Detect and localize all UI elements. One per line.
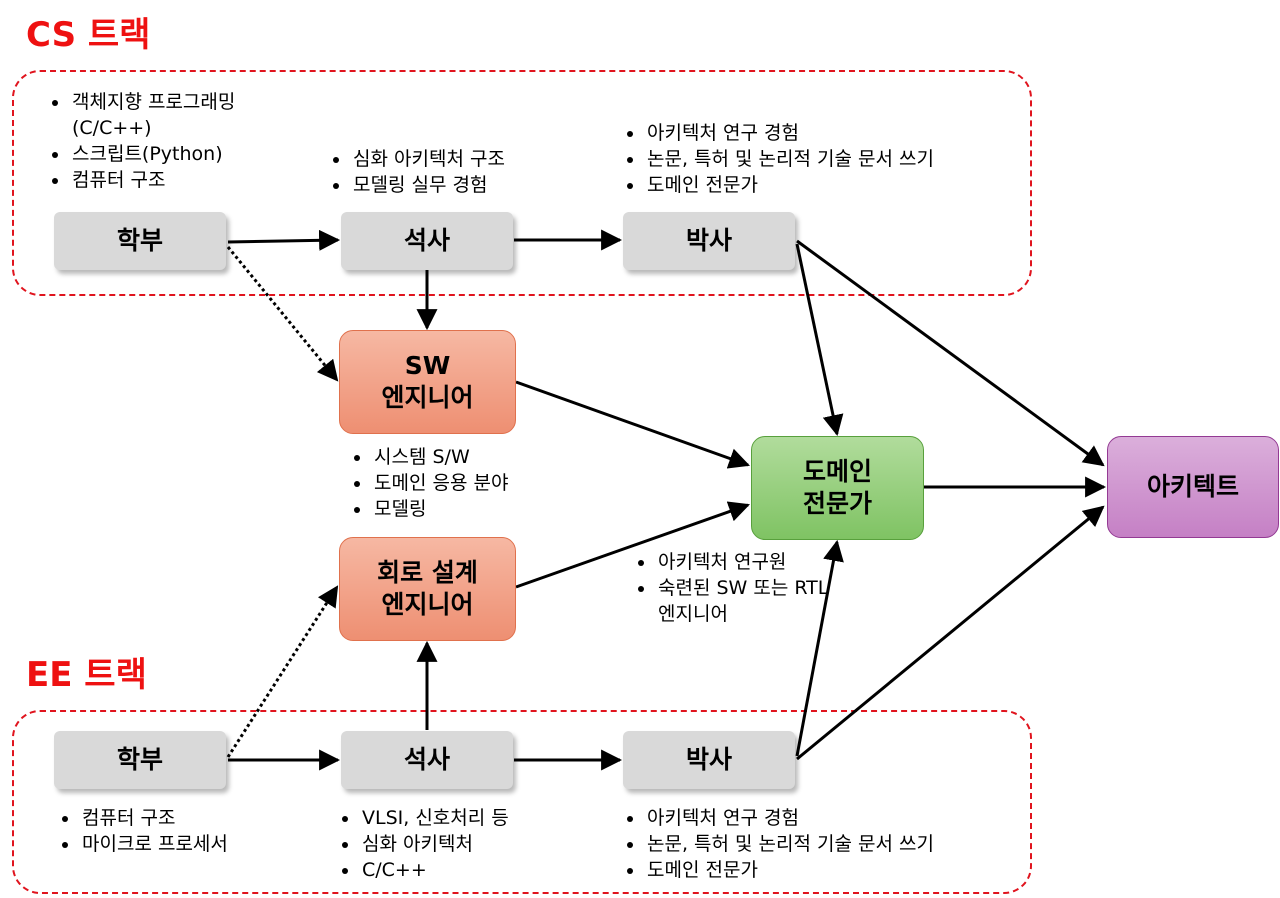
cs-master-node: 석사 [341, 212, 513, 270]
arrow-ee-phd-to-architect [796, 505, 1105, 761]
arrow-circuit-to-domain [515, 501, 750, 589]
list-item: 시스템 S/W [372, 444, 508, 470]
ee-track-region [12, 710, 1032, 894]
list-item: 심화 아키텍처 구조 [351, 146, 505, 172]
cs-track-region [12, 70, 1032, 296]
list-item: 숙련된 SW 또는 RTL 엔지니어 [656, 575, 841, 627]
cs-phd-notes: 아키텍처 연구 경험 논문, 특허 및 논리적 기술 문서 쓰기 도메인 전문가 [625, 120, 934, 198]
list-item: 심화 아키텍처 [360, 831, 509, 857]
ee-master-label: 석사 [403, 744, 450, 774]
list-item: 스크립트(Python) [70, 141, 300, 167]
cs-master-notes: 심화 아키텍처 구조 모델링 실무 경험 [331, 146, 505, 198]
architect-node: 아키텍트 [1107, 436, 1279, 538]
circuit-engineer-label-line2: 엔지니어 [381, 590, 474, 619]
ee-undergrad-node: 학부 [54, 731, 226, 789]
list-item: 도메인 전문가 [645, 172, 934, 198]
ee-master-notes: VLSI, 신호처리 등 심화 아키텍처 C/C++ [340, 805, 509, 883]
list-item: 논문, 특허 및 논리적 기술 문서 쓰기 [645, 831, 934, 857]
list-item: 도메인 응용 분야 [372, 470, 508, 496]
cs-undergrad-label: 학부 [116, 225, 163, 255]
ee-master-node: 석사 [341, 731, 513, 789]
list-item: 모델링 실무 경험 [351, 172, 505, 198]
list-item: C/C++ [360, 857, 509, 883]
arrow-cs-undergrad-to-master [227, 229, 341, 251]
domain-expert-label-line2: 전문가 [802, 489, 872, 518]
arrow-cs-phd-to-architect [796, 239, 1105, 467]
sw-engineer-label-line1: SW [404, 350, 451, 380]
ee-phd-notes: 아키텍처 연구 경험 논문, 특허 및 논리적 기술 문서 쓰기 도메인 전문가 [625, 805, 934, 883]
arrow-ee-phd-to-domain [795, 539, 844, 757]
circuit-engineer-label-line1: 회로 설계 [377, 557, 478, 587]
ee-undergrad-notes: 컴퓨터 구조 마이크로 프로세서 [60, 805, 228, 857]
ee-track-title: EE 트랙 [26, 655, 147, 695]
arrow-cs-undergrad-to-sw-dotted [226, 246, 339, 382]
cs-undergrad-notes: 객체지향 프로그래밍(C/C++) 스크립트(Python) 컴퓨터 구조 [50, 89, 300, 193]
domain-expert-notes: 아키텍처 연구원 숙련된 SW 또는 RTL 엔지니어 [636, 549, 841, 627]
list-item: 아키텍처 연구원 [656, 549, 841, 575]
list-item: 논문, 특허 및 논리적 기술 문서 쓰기 [645, 146, 934, 172]
sw-engineer-node: SW 엔지니어 [339, 330, 516, 434]
list-item: VLSI, 신호처리 등 [360, 805, 509, 831]
domain-expert-node: 도메인 전문가 [751, 436, 924, 540]
cs-track-title: CS 트랙 [26, 15, 151, 55]
list-item: 모델링 [372, 496, 508, 522]
architect-label: 아키텍트 [1146, 471, 1239, 501]
list-item: 도메인 전문가 [645, 857, 934, 883]
cs-master-label: 석사 [403, 225, 450, 255]
sw-engineer-label-line2: 엔지니어 [381, 383, 474, 412]
ee-phd-label: 박사 [685, 744, 732, 774]
list-item: 컴퓨터 구조 [80, 805, 228, 831]
cs-phd-label: 박사 [685, 225, 732, 255]
sw-engineer-notes: 시스템 S/W 도메인 응용 분야 모델링 [352, 444, 508, 522]
ee-undergrad-label: 학부 [116, 744, 163, 774]
circuit-engineer-node: 회로 설계 엔지니어 [339, 537, 516, 641]
arrow-sw-to-domain [515, 380, 750, 469]
cs-phd-node: 박사 [623, 212, 795, 270]
list-item: 컴퓨터 구조 [70, 167, 300, 193]
list-item: 아키텍처 연구 경험 [645, 805, 934, 831]
list-item: 아키텍처 연구 경험 [645, 120, 934, 146]
domain-expert-label-line1: 도메인 [802, 456, 872, 486]
arrow-ee-undergrad-to-circuit-dotted [226, 585, 339, 758]
ee-phd-node: 박사 [623, 731, 795, 789]
list-item: 객체지향 프로그래밍(C/C++) [70, 89, 300, 141]
list-item: 마이크로 프로세서 [80, 831, 228, 857]
arrow-cs-phd-to-domain [795, 243, 844, 437]
cs-undergrad-node: 학부 [54, 212, 226, 270]
